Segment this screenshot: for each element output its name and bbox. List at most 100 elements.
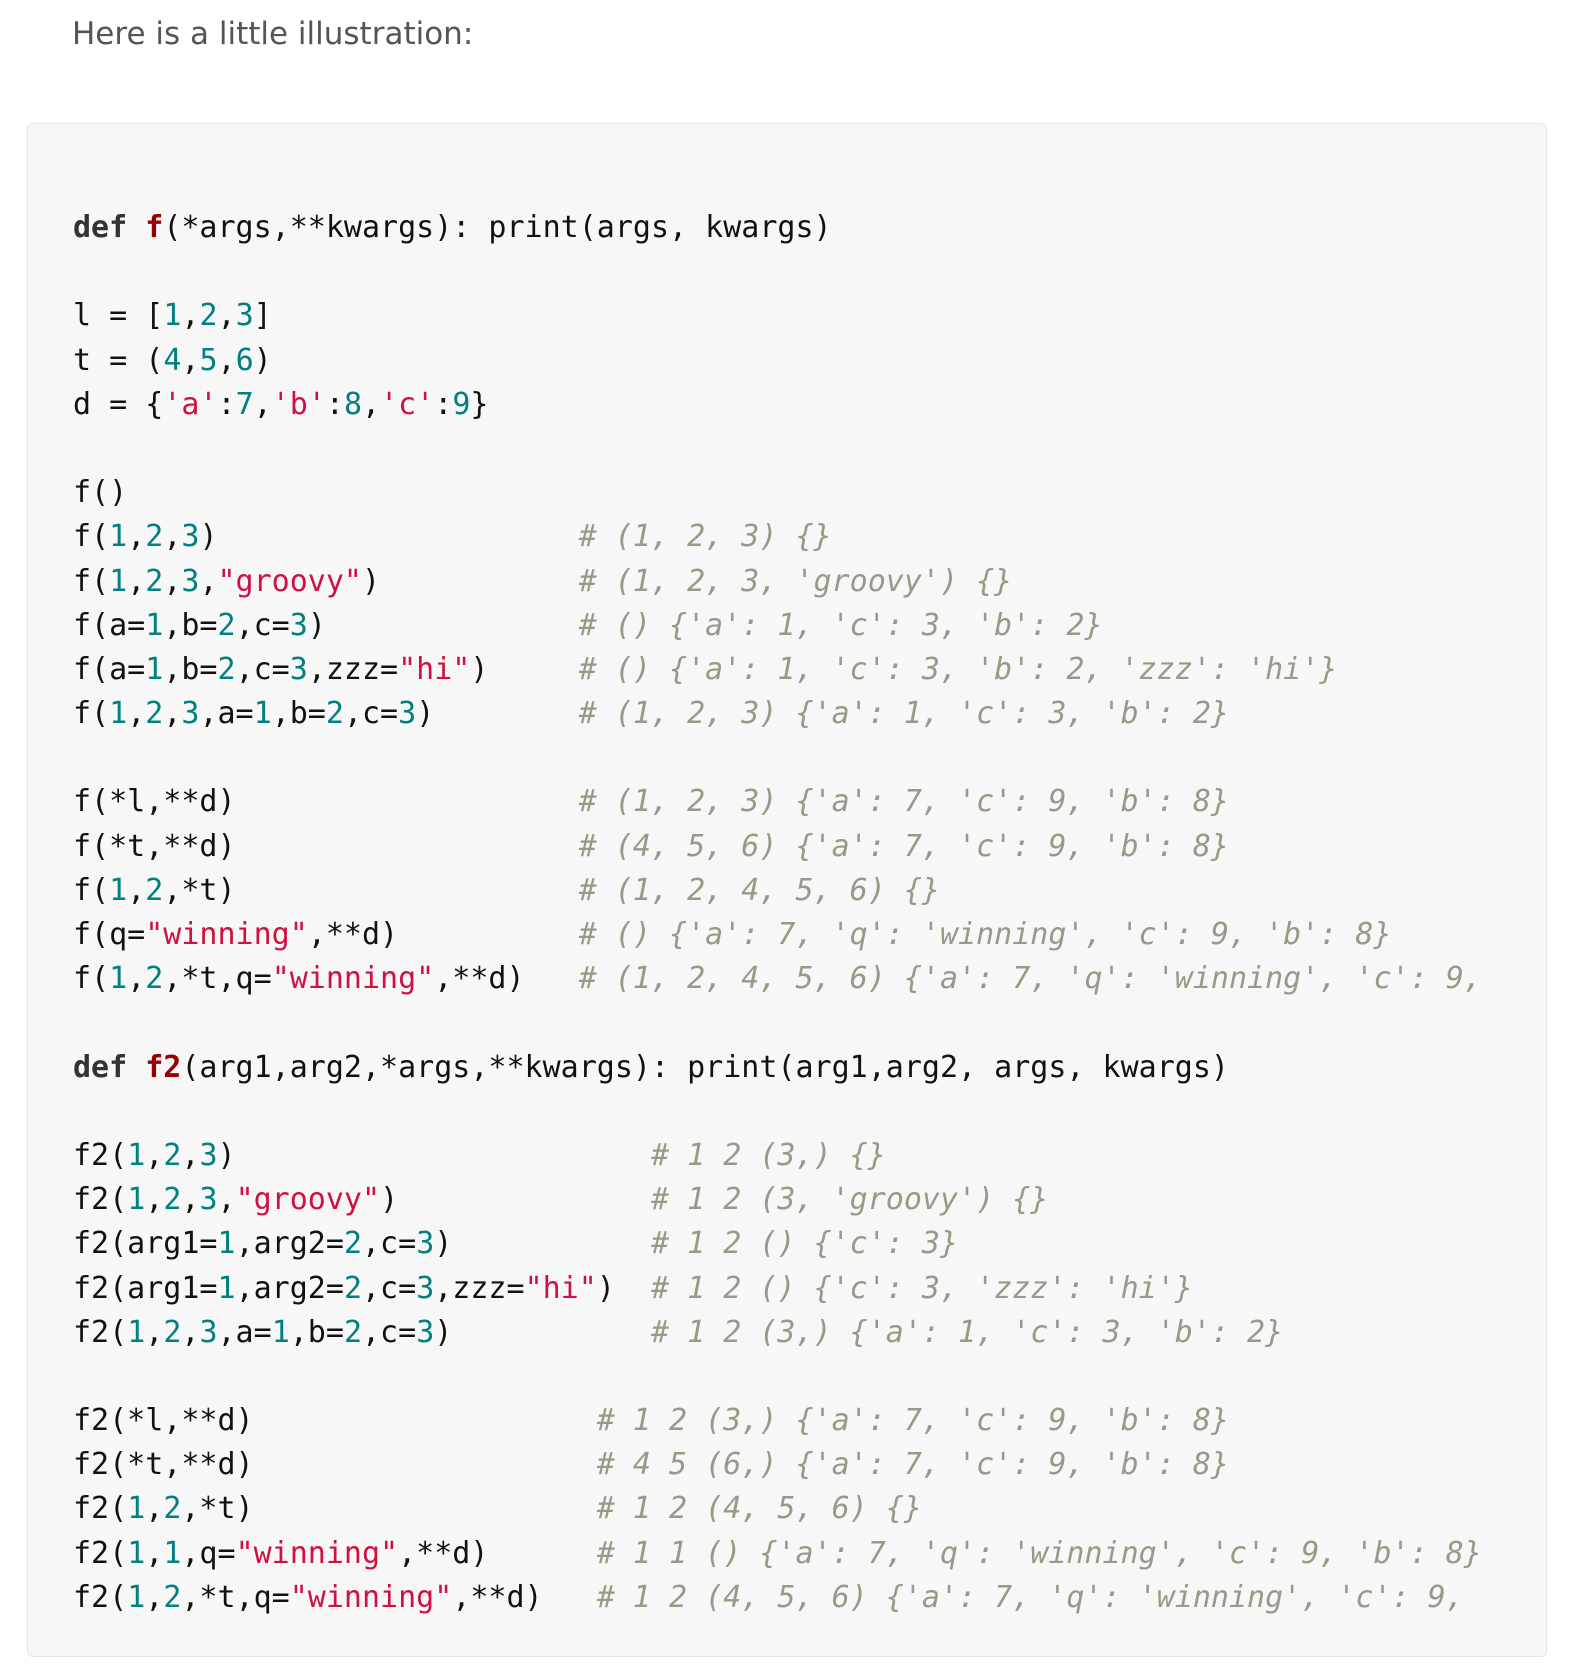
code-token: ) [253,342,272,378]
code-token: f(*t,**d) [73,828,579,864]
comment-token: # 1 2 (4, 5, 6) {'a': 7, 'q': 'winning',… [596,1579,1464,1615]
code-token: , [145,1182,164,1218]
number-token: 3 [181,519,200,555]
code-line: f(1,2,3,"groovy") # (1, 2, 3, 'groovy') … [73,560,1546,604]
code-token: , [217,1182,236,1218]
code-line: f2(1,1,q="winning",**d) # 1 1 () {'a': 7… [73,1532,1546,1576]
code-line [73,1001,1546,1045]
code-token: f2( [73,1579,128,1615]
code-token: ,c= [343,696,399,732]
code-token: l = [ [73,298,164,334]
code-token: ,arg2= [235,1270,344,1306]
number-token: 4 [163,342,182,378]
code-token: f(a= [73,651,146,687]
string-token: "groovy" [235,1182,381,1218]
number-token: 9 [452,386,471,422]
code-token: f2(*t,**d) [73,1447,597,1483]
code-line: f2(arg1=1,arg2=2,c=3,zzz="hi") # 1 2 () … [73,1267,1546,1311]
code-line [73,427,1546,471]
number-token: 8 [343,386,362,422]
number-token: 7 [235,386,254,422]
code-token: , [145,1314,164,1350]
code-token: ] [253,298,272,334]
code-line [73,1355,1546,1399]
number-token: 1 [217,1270,236,1306]
code-token: : [217,386,236,422]
code-line: f2(1,2,3,a=1,b=2,c=3) # 1 2 (3,) {'a': 1… [73,1311,1546,1355]
code-line: f2(*t,**d) # 4 5 (6,) {'a': 7, 'c': 9, '… [73,1443,1546,1487]
number-token: 3 [416,1270,435,1306]
code-token: } [470,386,489,422]
comment-token: # (1, 2, 4, 5, 6) {} [578,872,940,908]
code-token: ) [470,651,579,687]
code-line: f(*t,**d) # (4, 5, 6) {'a': 7, 'c': 9, '… [73,825,1546,869]
string-token: "groovy" [217,563,363,599]
number-token: 1 [109,519,128,555]
code-token: ) [199,519,579,555]
code-token: , [127,872,146,908]
number-token: 2 [145,563,164,599]
number-token: 1 [145,607,164,643]
code-token: ,a= [217,1314,272,1350]
number-token: 2 [145,961,164,997]
code-token: , [163,563,182,599]
number-token: 3 [199,1137,218,1173]
code-token: f( [73,696,110,732]
number-token: 2 [343,1270,362,1306]
code-line: f2(arg1=1,arg2=2,c=3) # 1 2 () {'c': 3} [73,1222,1546,1266]
code-token: f2(arg1= [73,1270,218,1306]
code-line [73,1090,1546,1134]
comment-token: # (1, 2, 4, 5, 6) {'a': 7, 'q': 'winning… [578,961,1482,997]
number-token: 1 [127,1137,146,1173]
code-line: f2(1,2,*t,q="winning",**d) # 1 2 (4, 5, … [73,1576,1546,1620]
code-token: , [145,1579,164,1615]
code-token: f( [73,961,110,997]
code-line: f(q="winning",**d) # () {'a': 7, 'q': 'w… [73,913,1546,957]
number-token: 3 [398,696,417,732]
number-token: 2 [145,696,164,732]
comment-token: # () {'a': 7, 'q': 'winning', 'c': 9, 'b… [578,917,1392,952]
code-token: ,**d) [398,1535,597,1571]
code-token: f2( [73,1182,128,1218]
string-token: "winning" [235,1535,399,1571]
code-token: , [127,563,146,599]
number-token: 2 [343,1314,362,1350]
number-token: 1 [253,696,272,732]
code-token: , [127,519,146,555]
code-token: ,**d) [452,1579,597,1615]
number-token: 2 [145,519,164,555]
code-line: f(1,2,*t) # (1, 2, 4, 5, 6) {} [73,869,1546,913]
code-token: , [163,696,182,732]
code-token: , [145,1535,164,1571]
comment-token: # 1 2 (3,) {} [650,1137,886,1173]
code-token: f( [73,563,110,599]
code-token: , [181,1182,200,1218]
code-line: f(1,2,*t,q="winning",**d) # (1, 2, 4, 5,… [73,957,1546,1001]
comment-token: # (1, 2, 3, 'groovy') {} [578,563,1013,599]
string-token: 'a' [163,386,218,422]
comment-token: # 1 2 (3,) {'a': 1, 'c': 3, 'b': 2} [651,1314,1284,1350]
number-token: 1 [127,1535,146,1571]
code-token: ) [416,696,579,732]
number-token: 2 [163,1137,182,1173]
code-token: ,*t,q= [163,961,272,997]
code-token: (arg1,arg2,*args,**kwargs): print(arg1,a… [181,1049,1229,1085]
number-token: 1 [163,1535,182,1571]
code-token: ) [307,607,579,643]
code-token: f2( [73,1535,128,1571]
code-token: ,c= [235,651,290,687]
comment-token: # (1, 2, 3) {'a': 1, 'c': 3, 'b': 2} [578,696,1229,732]
number-token: 1 [145,651,164,687]
code-line: f2(1,2,3,"groovy") # 1 2 (3, 'groovy') {… [73,1178,1546,1222]
code-token: ) [434,1314,651,1350]
code-token: f(q= [73,917,146,952]
code-token: f( [73,872,110,908]
number-token: 3 [289,651,308,687]
number-token: 2 [163,1491,182,1527]
code-token: f2(arg1= [73,1226,218,1262]
number-token: 2 [163,1314,182,1350]
code-token: ,*t) [163,872,579,908]
number-token: 3 [181,696,200,732]
code-line: f() [73,471,1546,515]
number-token: 1 [109,961,128,997]
